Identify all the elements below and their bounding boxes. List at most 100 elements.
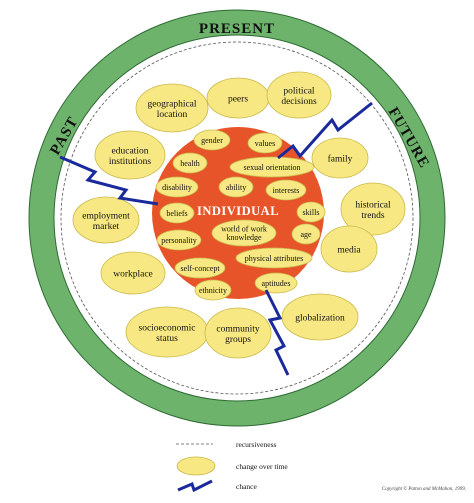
outer-influence-political-decisions-oval [266,71,332,119]
individual-influence-personality-label: personality [161,236,197,245]
individual-influence-sexual-orientation-oval [229,156,315,178]
outer-influence-political-decisions-label: political [283,86,314,96]
individual-influence-disability-label: disability [162,183,192,192]
outer-influence-employment-market-label: employment [82,211,130,221]
recursiveness-boundary [60,41,414,395]
outer-influence-education-institutions-label: institutions [109,157,152,167]
individual-influence-physical-attributes: physical attributes [235,247,313,269]
individual-influence-aptitudes-oval [254,272,298,294]
individual-influence-values: values [247,132,283,154]
outer-influence-community-groups-label: groups [225,335,251,345]
individual-influence-interests-oval [265,179,307,201]
copyright-note: Copyright © Patton and McMahon, 1999. [382,486,466,492]
outer-influence-socioeconomic-status-label: status [156,334,178,344]
outer-influence-geographical-location-label: geographical [147,99,196,109]
individual-influence-values-label: values [255,139,275,148]
individual-influence-self-concept: self-concept [174,257,226,279]
individual-influence-ethnicity: ethnicity [194,279,232,301]
individual-influence-gender-oval [193,129,231,151]
individual-influence-skills-oval [296,201,326,223]
individual-influence-world-of-work-knowledge-oval [211,219,277,247]
outer-influence-globalization-oval [281,293,359,341]
individual-influence-personality-oval [156,229,202,251]
individual-influence-ethnicity-oval [194,279,232,301]
individual-influence-personality: personality [156,229,202,251]
legend-change-over-time-label: change over time [236,462,288,471]
legend-chance-swatch [177,479,213,493]
outer-influence-family: family [311,137,369,179]
outer-influence-workplace-oval [100,251,166,295]
chance-bolt-lower [264,289,290,376]
individual-influence-beliefs-oval [159,202,195,224]
outer-influence-media-oval [320,225,378,273]
individual-influence-sexual-orientation-label: sexual orientation [243,163,300,172]
individual-influence-self-concept-label: self-concept [180,264,220,273]
outer-influence-community-groups-oval [204,307,272,359]
individual-influence-health-oval [172,152,208,174]
outer-influence-political-decisions-label: decisions [281,97,317,107]
individual-influence-world-of-work-knowledge-label: knowledge [226,233,262,242]
outer-influence-education-institutions-oval [94,130,166,180]
individual-influence-interests-label: interests [273,186,300,195]
individual-influence-aptitudes: aptitudes [254,272,298,294]
individual-influence-skills-label: skills [303,208,320,217]
outer-influence-globalization-label: globalization [295,314,345,324]
individual-influence-gender: gender [193,129,231,151]
individual-influence-world-of-work-knowledge-label: world of work [221,225,267,234]
individual-influence-health-label: health [180,159,200,168]
individual-influence-skills: skills [296,201,326,223]
outer-influence-historical-trends-oval [340,182,406,236]
outer-influence-socioeconomic-status-label: socioeconomic [139,323,196,333]
outer-influence-workplace-label: workplace [113,270,153,280]
legend: recursiveness change over time chance [176,440,288,493]
outer-influence-education-institutions-label: education [112,146,149,156]
outer-influence-media-label: media [337,246,361,256]
individual-influence-age: age [291,223,321,245]
outer-influence-geographical-location-label: location [157,110,188,120]
individual-influence-disability-oval [155,176,199,198]
outer-influence-geographical-location-oval [135,83,209,133]
outer-influence-globalization: globalization [281,293,359,341]
legend-recursiveness-label: recursiveness [236,440,276,449]
legend-chance-label: chance [236,482,257,491]
outer-influence-family-oval [311,137,369,179]
individual-influence-physical-attributes-label: physical attributes [245,254,303,263]
individual-influence-aptitudes-label: aptitudes [262,279,291,288]
outer-influence-peers: peers [206,77,270,119]
outer-influence-historical-trends-label: trends [361,211,385,221]
outer-influence-historical-trends-label: historical [355,200,391,210]
individual-influence-sexual-orientation: sexual orientation [229,156,315,178]
outer-influence-workplace: workplace [100,251,166,295]
individual-influence-age-oval [291,223,321,245]
individual-title: INDIVIDUAL [197,204,279,218]
individual-influence-health: health [172,152,208,174]
outer-influence-employment-market-label: market [93,222,120,232]
legend-change-over-time-swatch [176,456,216,476]
present-label: PRESENT [199,21,275,37]
outer-influence-family-label: family [328,154,353,165]
individual-influence-beliefs-label: beliefs [166,209,187,218]
outer-influence-peers-label: peers [228,95,248,105]
individual-influence-disability: disability [155,176,199,198]
individual-influence-ability-label: ability [226,183,246,192]
chance-bolt-left [59,155,159,206]
outer-influence-media: media [320,225,378,273]
individual-influence-physical-attributes-oval [235,247,313,269]
chance-bolt-upper-right [277,101,373,160]
individual-influences: gender values health sexual orientation disa… [155,129,326,301]
outer-influence-community-groups-label: community [216,324,260,334]
individual-influence-self-concept-oval [174,257,226,279]
individual-influence-ethnicity-label: ethnicity [199,286,227,295]
individual-influence-beliefs: beliefs [159,202,195,224]
individual-influence-gender-label: gender [201,136,223,145]
